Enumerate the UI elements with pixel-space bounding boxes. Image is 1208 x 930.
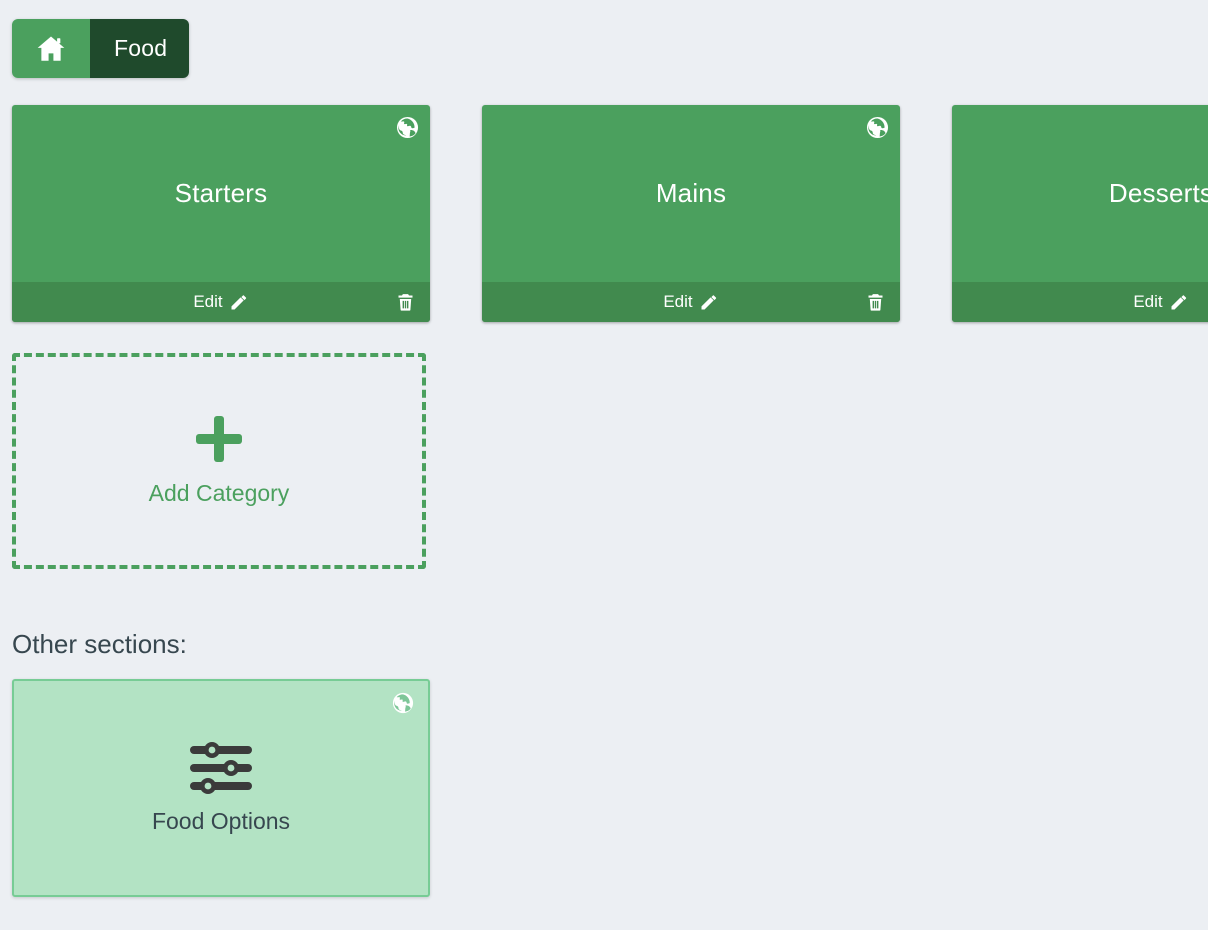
delete-category-button[interactable] — [865, 292, 886, 313]
globe-icon[interactable] — [866, 116, 889, 139]
category-card-mains[interactable]: Mains Edit — [482, 105, 900, 322]
pencil-icon — [1169, 292, 1189, 312]
category-card-body: Desserts — [952, 105, 1208, 282]
globe-icon[interactable] — [392, 692, 414, 714]
edit-category-button[interactable]: Edit — [663, 292, 718, 312]
category-card-desserts[interactable]: Desserts Edit — [952, 105, 1208, 322]
breadcrumb: Food — [12, 19, 190, 78]
other-sections-heading: Other sections: — [12, 629, 187, 659]
add-category-label: Add Category — [148, 479, 290, 506]
category-title: Starters — [174, 178, 268, 208]
category-card-footer: Edit — [482, 282, 900, 322]
category-card-body: Mains — [482, 105, 900, 282]
edit-category-button[interactable]: Edit — [1133, 292, 1188, 312]
category-card-list: Starters Edit — [12, 105, 1208, 322]
category-card-starters[interactable]: Starters Edit — [12, 105, 430, 322]
edit-label: Edit — [1133, 292, 1163, 311]
breadcrumb-current-label: Food — [98, 19, 190, 78]
edit-label: Edit — [663, 292, 693, 311]
category-title: Desserts — [1108, 178, 1208, 208]
category-title: Mains — [655, 178, 727, 208]
edit-label: Edit — [193, 292, 223, 311]
plus-icon — [196, 415, 242, 462]
category-card-body: Starters — [12, 105, 430, 282]
home-icon — [34, 32, 68, 66]
category-card-footer: Edit — [12, 282, 430, 322]
category-card-footer: Edit — [952, 282, 1208, 322]
globe-icon[interactable] — [396, 116, 419, 139]
section-card-food-options[interactable]: Food Options — [12, 679, 430, 897]
delete-category-button[interactable] — [395, 292, 416, 313]
section-card-label: Food Options — [151, 807, 291, 834]
add-category-button[interactable]: Add Category — [12, 353, 426, 569]
edit-category-button[interactable]: Edit — [193, 292, 248, 312]
breadcrumb-home-button[interactable] — [12, 19, 90, 78]
pencil-icon — [699, 292, 719, 312]
pencil-icon — [229, 292, 249, 312]
sliders-icon — [188, 741, 254, 794]
